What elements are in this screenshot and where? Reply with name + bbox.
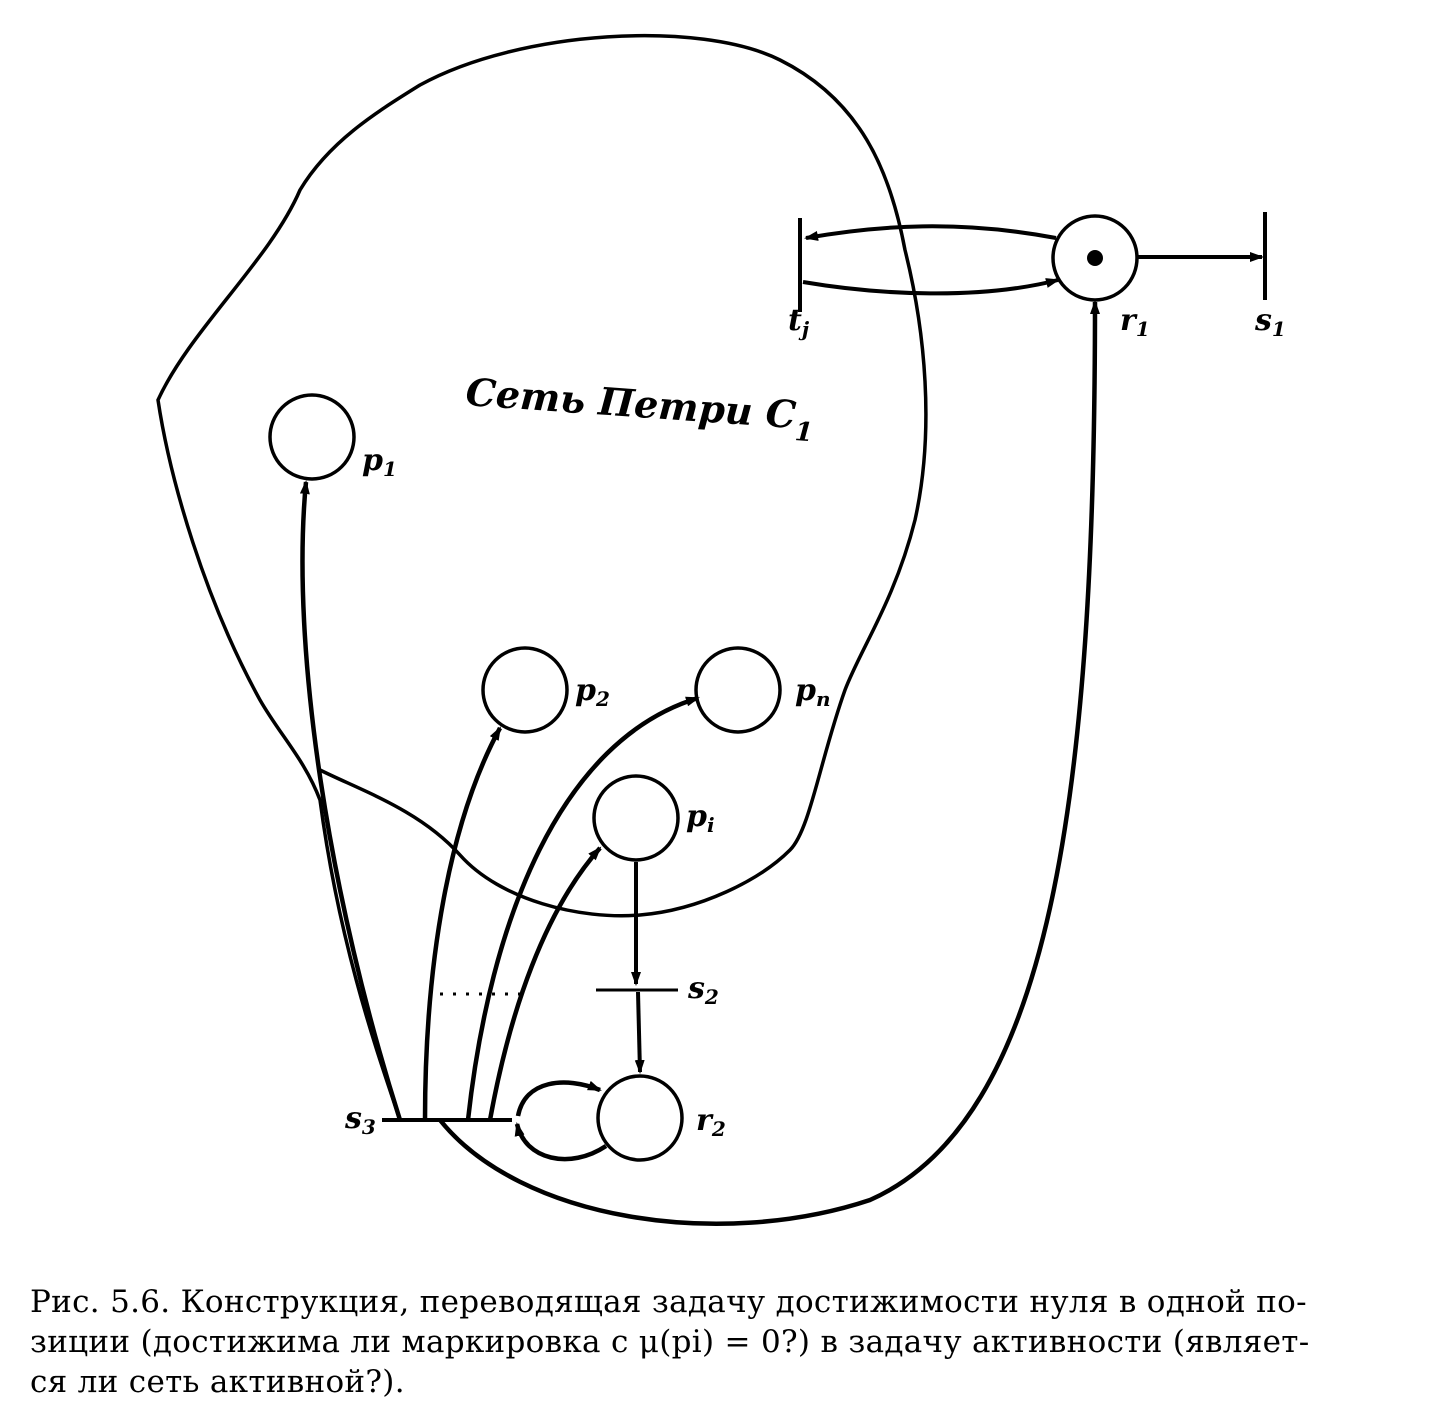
petri-net-diagram: Сеть Петри C1 p1 p2 pn pi r1 r2 tj s1 s2… [156, 33, 1286, 1226]
place-pi [592, 774, 680, 862]
label-p2: p2 [575, 673, 610, 711]
caption-line-2: зиции (достижима ли маркировка с μ(pi) =… [30, 1324, 1310, 1360]
label-r1: r1 [1120, 303, 1150, 341]
arc-s3-to-r1 [438, 300, 1100, 1226]
token-r1 [1087, 250, 1103, 266]
arc-s2-to-r2 [634, 991, 645, 1074]
place-p2 [481, 646, 569, 734]
label-s1: s1 [1254, 303, 1286, 341]
label-tj: tj [788, 303, 810, 341]
place-pn [694, 646, 782, 734]
arc-tj-to-r1 [802, 278, 1060, 296]
label-s2: s2 [687, 971, 719, 1009]
arc-r1-to-tj [804, 224, 1057, 241]
arc-s3-to-p1 [299, 480, 403, 1121]
net-label: Сеть Петри C1 [464, 369, 816, 448]
arc-s3-to-pn [465, 695, 700, 1121]
caption-line-3: ся ли сеть активной?). [30, 1364, 405, 1400]
figure-caption: Рис. 5.6. Конструкция, переводящая задач… [30, 1282, 1410, 1402]
label-pn: pn [795, 673, 831, 711]
label-pi: pi [686, 799, 715, 837]
arc-s3-to-pi [487, 846, 602, 1121]
arc-r2-to-s3 [514, 1122, 608, 1162]
label-p1: p1 [362, 443, 397, 481]
net-boundary [156, 33, 928, 1121]
caption-line-1: Рис. 5.6. Конструкция, переводящая задач… [30, 1284, 1307, 1320]
place-r2 [596, 1074, 684, 1162]
label-r2: r2 [696, 1103, 726, 1141]
arc-s3-to-r2 [515, 1080, 602, 1117]
label-s3: s3 [344, 1101, 376, 1139]
place-p1 [268, 393, 356, 481]
arc-s3-to-p2 [422, 726, 502, 1121]
